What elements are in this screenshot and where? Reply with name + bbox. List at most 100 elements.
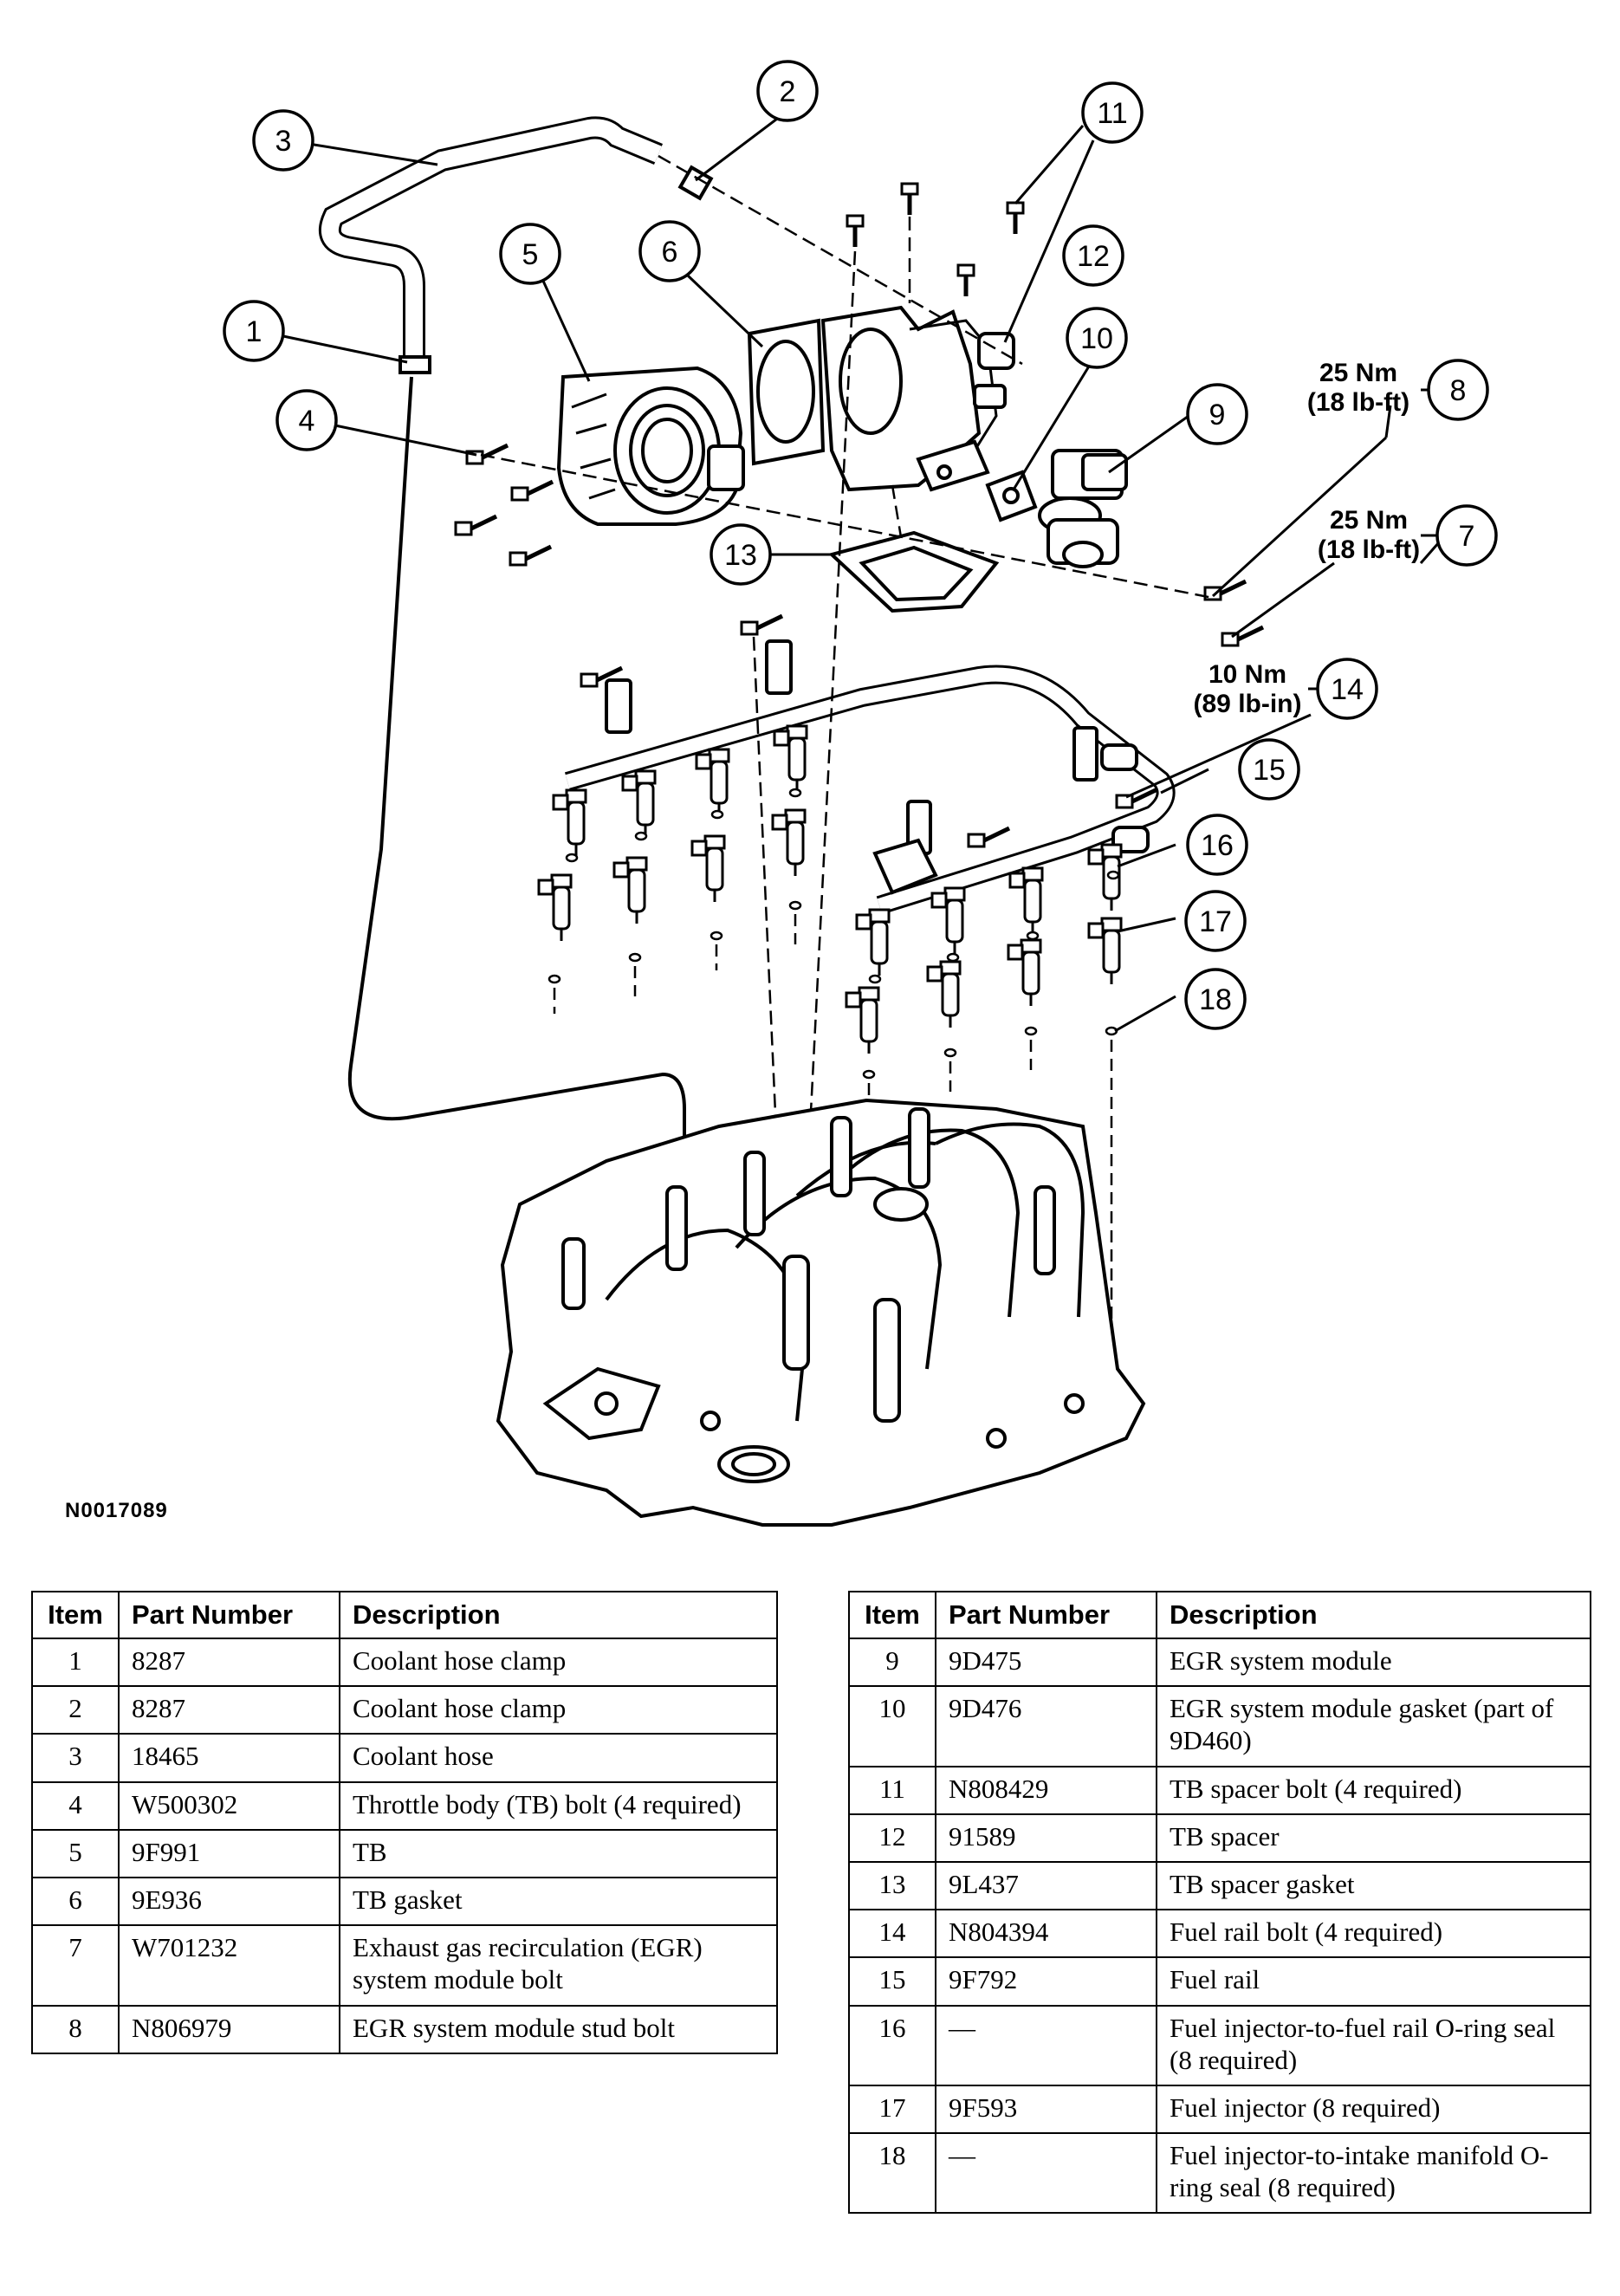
cell-description: TB spacer bolt (4 required) bbox=[1156, 1765, 1591, 1815]
callout-11: 11 bbox=[1081, 81, 1144, 144]
cell-part-number: W500302 bbox=[118, 1780, 340, 1831]
cell-description: EGR system module gasket (part of 9D460) bbox=[1156, 1685, 1591, 1767]
figure-id: N0017089 bbox=[65, 1499, 168, 1522]
fuel-rail-bolts bbox=[581, 616, 1157, 846]
callout-12: 12 bbox=[1062, 224, 1124, 287]
tb-spacer bbox=[820, 305, 1015, 492]
cell-description: Fuel injector (8 required) bbox=[1156, 2084, 1591, 2135]
callout-18: 18 bbox=[1184, 968, 1247, 1030]
cell-item: 16 bbox=[848, 2004, 936, 2086]
coolant-hose bbox=[319, 116, 686, 1222]
cell-description: Exhaust gas recirculation (EGR) system m… bbox=[339, 1924, 778, 2007]
cell-item: 10 bbox=[848, 1685, 936, 1767]
callout-14: 14 bbox=[1316, 658, 1378, 720]
cell-item: 8 bbox=[31, 2004, 120, 2054]
svg-text:1: 1 bbox=[246, 315, 262, 348]
callout-5: 5 bbox=[499, 223, 561, 285]
svg-text:13: 13 bbox=[724, 539, 757, 572]
svg-text:8: 8 bbox=[1450, 374, 1467, 407]
throttle-body bbox=[556, 366, 745, 526]
header-item: Item bbox=[848, 1591, 936, 1639]
cell-part-number: 9F991 bbox=[118, 1828, 340, 1878]
cell-description: EGR system module bbox=[1156, 1637, 1591, 1688]
svg-text:10: 10 bbox=[1080, 322, 1113, 355]
hose-clamp-1 bbox=[399, 355, 431, 374]
header-item: Item bbox=[31, 1591, 120, 1639]
cell-description: EGR system module stud bolt bbox=[339, 2004, 778, 2054]
cell-description: Throttle body (TB) bolt (4 required) bbox=[339, 1780, 778, 1831]
cell-description: Coolant hose clamp bbox=[339, 1685, 778, 1735]
table-row: 16—Fuel injector-to-fuel rail O-ring sea… bbox=[848, 2004, 1591, 2086]
cell-item: 18 bbox=[848, 2132, 936, 2215]
callout-1: 1 bbox=[223, 300, 285, 362]
callout-16: 16 bbox=[1186, 814, 1248, 876]
cell-part-number: N808429 bbox=[935, 1765, 1157, 1815]
svg-text:3: 3 bbox=[275, 125, 292, 158]
cell-item: 4 bbox=[31, 1780, 120, 1831]
assembly-centerlines bbox=[480, 154, 1214, 1214]
cell-item: 9 bbox=[848, 1637, 936, 1688]
cell-part-number: 18465 bbox=[118, 1733, 340, 1783]
callout-2: 2 bbox=[756, 60, 819, 122]
callout-10: 10 bbox=[1066, 307, 1128, 369]
cell-item: 3 bbox=[31, 1733, 120, 1783]
svg-text:25 Nm: 25 Nm bbox=[1330, 506, 1408, 535]
svg-text:7: 7 bbox=[1459, 520, 1475, 553]
cell-description: TB bbox=[339, 1828, 778, 1878]
cell-part-number: N806979 bbox=[118, 2004, 340, 2054]
svg-text:15: 15 bbox=[1253, 754, 1286, 787]
cell-item: 14 bbox=[848, 1909, 936, 1959]
fuel-rail bbox=[564, 665, 1176, 915]
cell-item: 12 bbox=[848, 1813, 936, 1863]
cell-item: 1 bbox=[31, 1637, 120, 1688]
cell-part-number: 9E936 bbox=[118, 1876, 340, 1927]
egr-gasket bbox=[985, 470, 1038, 522]
svg-text:11: 11 bbox=[1097, 97, 1127, 130]
table-row: 18—Fuel injector-to-intake manifold O-ri… bbox=[848, 2132, 1591, 2215]
callout-8: 8 bbox=[1427, 359, 1489, 421]
svg-text:18: 18 bbox=[1199, 983, 1232, 1016]
svg-text:9: 9 bbox=[1209, 399, 1226, 431]
cell-item: 2 bbox=[31, 1685, 120, 1735]
cell-description: Coolant hose bbox=[339, 1733, 778, 1783]
egr-module bbox=[1038, 449, 1128, 568]
cell-description: Fuel injector-to-fuel rail O-ring seal (… bbox=[1156, 2004, 1591, 2086]
cell-part-number: W701232 bbox=[118, 1924, 340, 2007]
svg-text:10 Nm: 10 Nm bbox=[1209, 660, 1286, 689]
table-header-row: Item Part Number Description bbox=[31, 1591, 778, 1639]
cell-part-number: 9D475 bbox=[935, 1637, 1157, 1688]
intake-manifold bbox=[496, 1098, 1146, 1527]
torque-label-7: 25 Nm (18 lb-ft) bbox=[1318, 506, 1420, 564]
callout-9: 9 bbox=[1186, 383, 1248, 445]
tb-gasket bbox=[747, 318, 826, 466]
torque-label-8: 25 Nm (18 lb-ft) bbox=[1307, 359, 1409, 417]
cell-description: Fuel injector-to-intake manifold O-ring … bbox=[1156, 2132, 1591, 2215]
leader-lines bbox=[282, 109, 1451, 1033]
cell-part-number: 9D476 bbox=[935, 1685, 1157, 1767]
cell-part-number: — bbox=[935, 2004, 1157, 2086]
cell-item: 5 bbox=[31, 1828, 120, 1878]
cell-part-number: — bbox=[935, 2132, 1157, 2215]
table-header-row: Item Part Number Description bbox=[848, 1591, 1591, 1639]
callout-7: 7 bbox=[1435, 504, 1498, 567]
header-description: Description bbox=[1156, 1591, 1591, 1639]
svg-text:17: 17 bbox=[1199, 905, 1232, 938]
fuel-rail-brackets bbox=[605, 639, 1150, 895]
cell-part-number: 8287 bbox=[118, 1685, 340, 1735]
svg-text:25 Nm: 25 Nm bbox=[1319, 359, 1397, 387]
svg-text:4: 4 bbox=[299, 405, 315, 438]
cell-description: TB spacer gasket bbox=[1156, 1860, 1591, 1911]
callout-6: 6 bbox=[638, 220, 701, 282]
svg-text:12: 12 bbox=[1077, 240, 1110, 273]
callout-17: 17 bbox=[1184, 890, 1247, 952]
